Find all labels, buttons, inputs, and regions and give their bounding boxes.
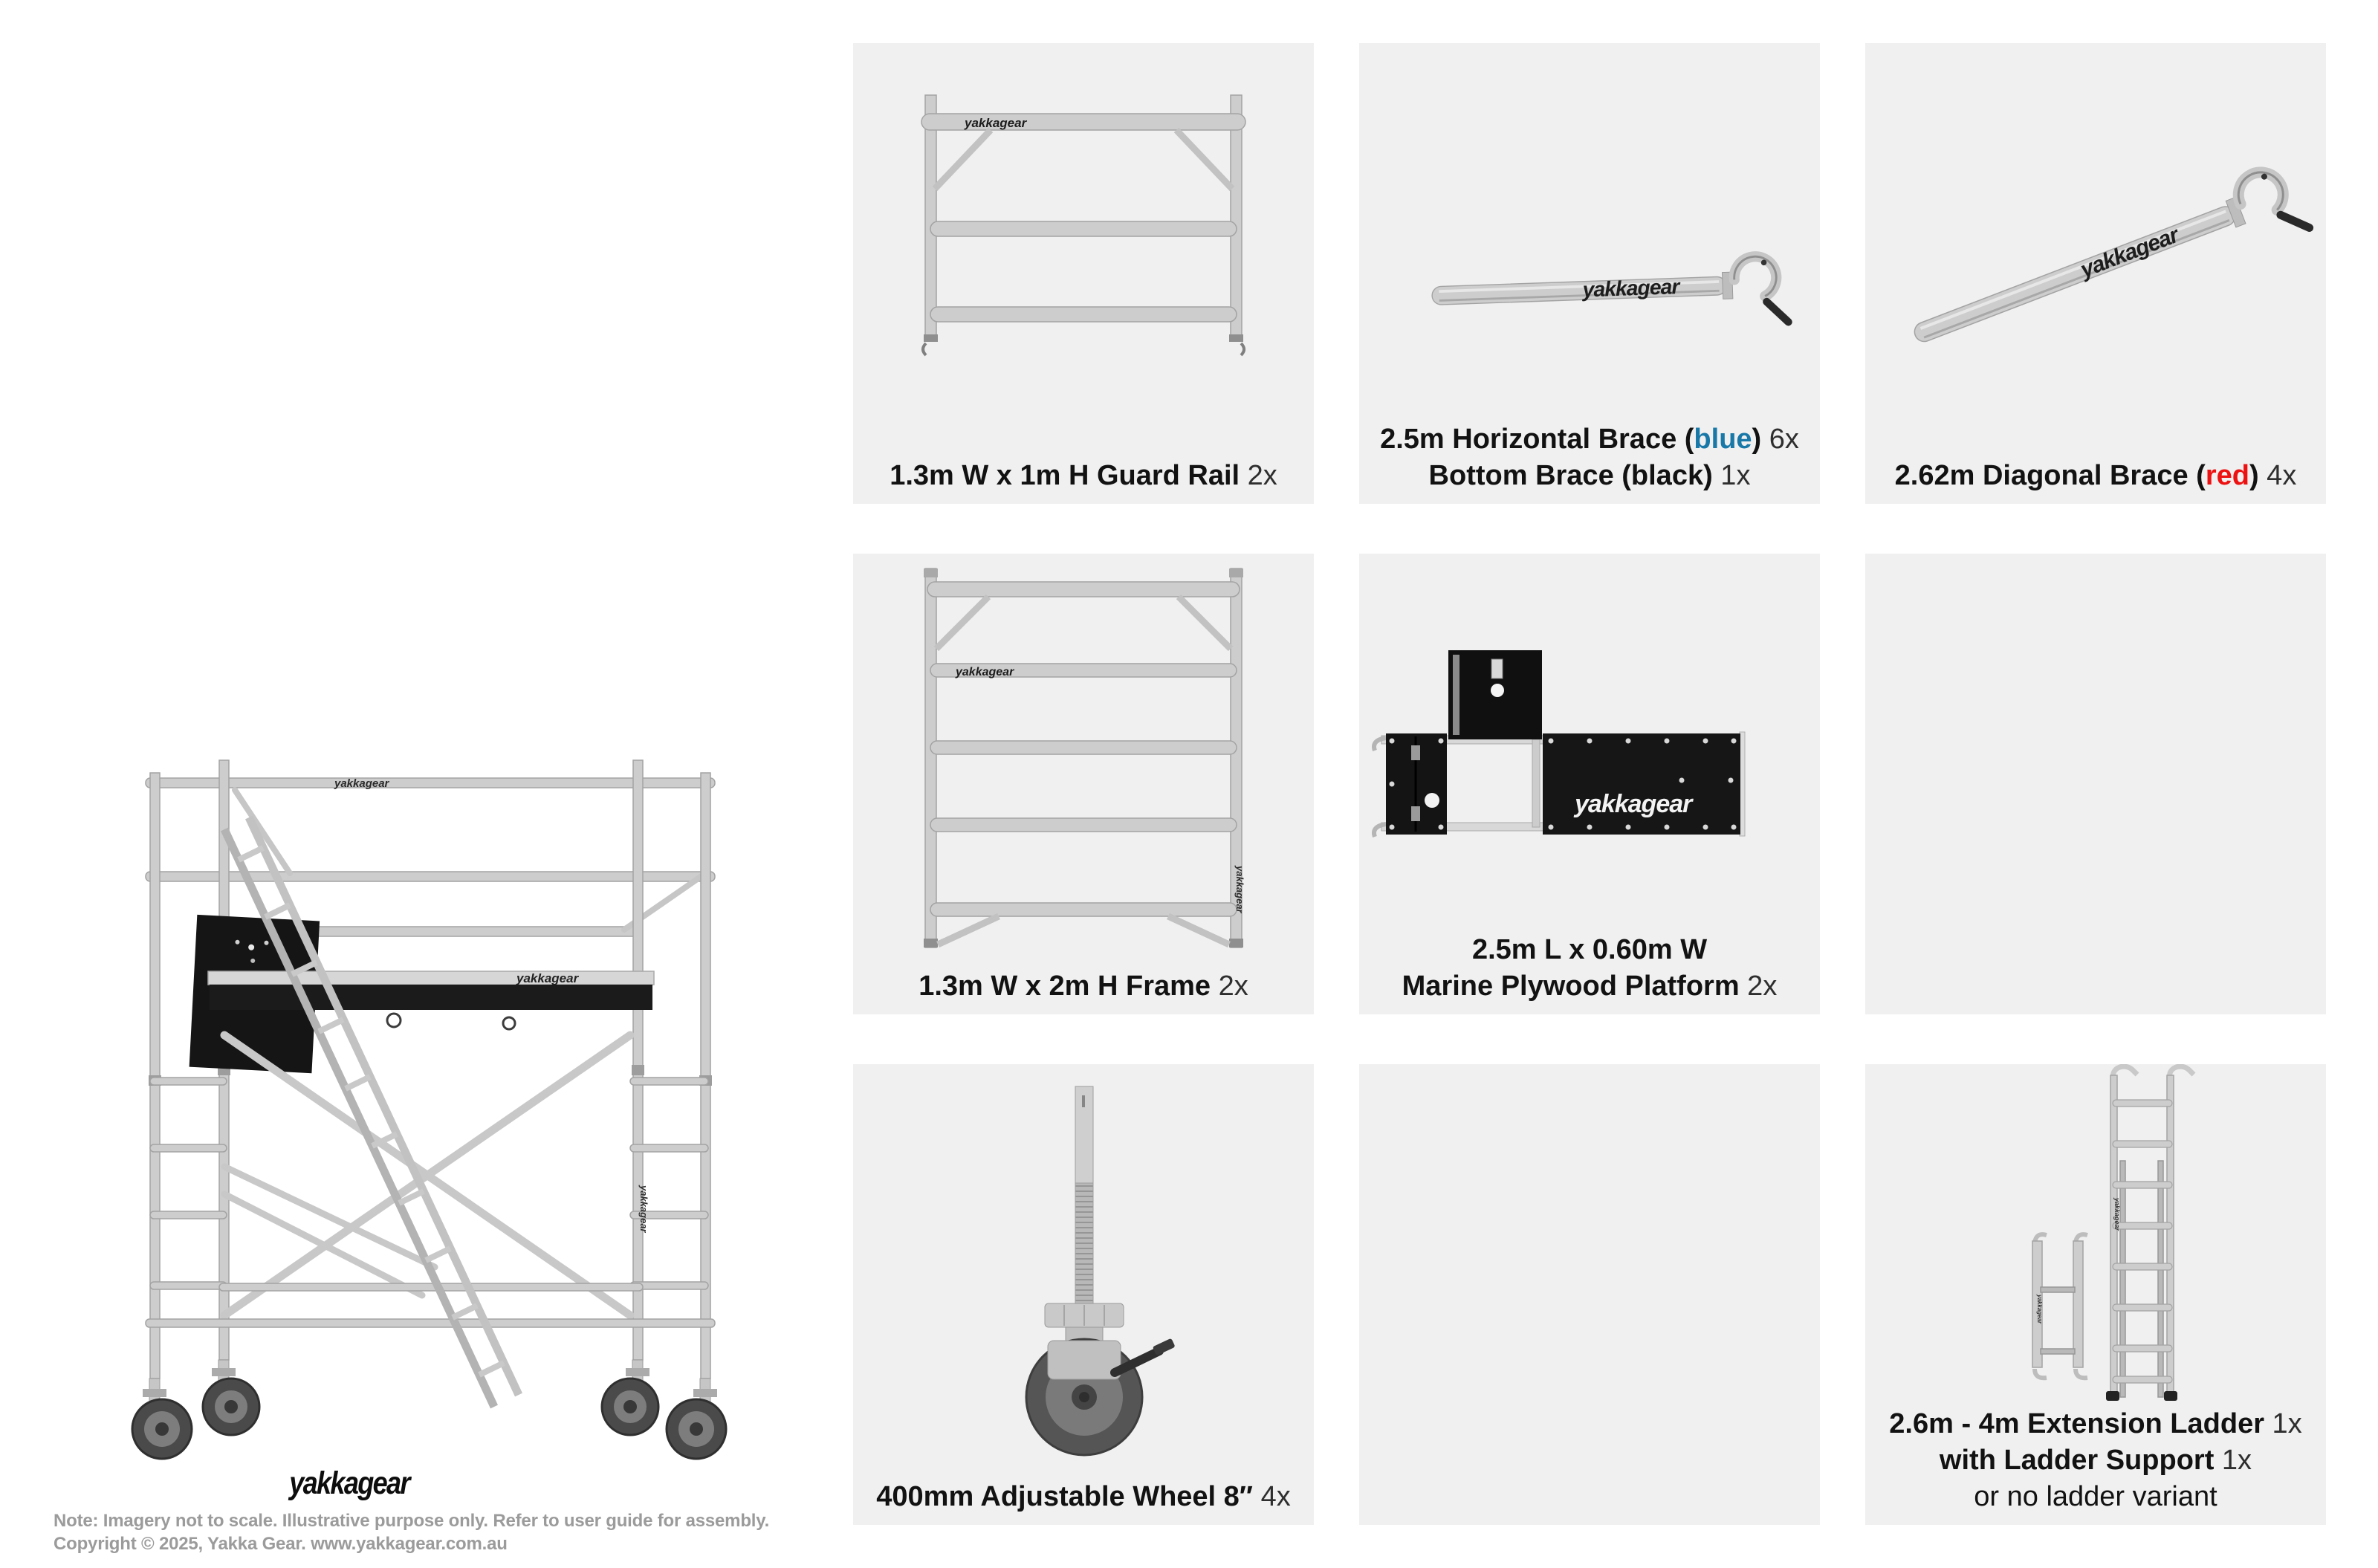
horizontal-brace-image: yakkagear — [1431, 251, 1792, 326]
caption-segment: Bottom Brace (black) — [1428, 460, 1713, 491]
caption-segment: 1x — [2214, 1445, 2252, 1476]
scaffold-side-rungs — [145, 1077, 716, 1328]
wheel-adjuster-nut — [1044, 1303, 1124, 1341]
brace-weld-collar — [2225, 196, 2246, 228]
caption-line: 2.6m - 4m Extension Ladder 1x — [1865, 1406, 2326, 1442]
scaffold-platform-brand: yakkagear — [516, 971, 580, 985]
guard-rail-posts — [921, 94, 1245, 357]
ladder-brand: yakkagear — [2113, 1197, 2121, 1231]
caption-segment: with Ladder Support — [1939, 1445, 2215, 1476]
card-guard-rail: yakkagear 1.3m W x 1m H Guard Rail 2x — [853, 43, 1314, 504]
caption-segment: 400mm Adjustable Wheel 8″ — [876, 1481, 1254, 1512]
brace-lock-lever — [1763, 297, 1792, 326]
caption-segment: 4x — [1253, 1481, 1291, 1512]
caption-segment: 1x — [1712, 460, 1751, 491]
scaffold-toprail-brand: yakkagear — [334, 777, 390, 790]
caption-segment: 2x — [1739, 971, 1778, 1002]
guard-rail-brand: yakkagear — [964, 116, 1028, 130]
wheel-caster — [1025, 1338, 1175, 1457]
horizontal-brace-brand: yakkagear — [1581, 274, 1682, 302]
card-horizontal-brace: yakkagear 2.5m Horizontal Brace (blue) 6… — [1359, 43, 1820, 504]
card-wheel: 400mm Adjustable Wheel 8″ 4x — [853, 1064, 1314, 1525]
caption-segment: 2.5m L x 0.60m W — [1471, 934, 1708, 965]
frame-post-brand: yakkagear — [1234, 865, 1245, 914]
card-empty-2 — [1359, 1064, 1820, 1525]
diagonal-brace-brand: yakkagear — [2076, 222, 2183, 283]
caption-segment: 4x — [2258, 460, 2297, 491]
caption-segment: ) — [1752, 424, 1762, 455]
diagonal-brace-image: yakkagear — [1914, 166, 2314, 343]
wheel-image — [1025, 1086, 1175, 1457]
caption-segment: 2.62m Diagonal Brace ( — [1894, 460, 2206, 491]
caption-line: 400mm Adjustable Wheel 8″ 4x — [853, 1479, 1314, 1515]
diagonal-brace-caption: 2.62m Diagonal Brace (red) 4x — [1865, 458, 2326, 494]
scaffold-post-brand: yakkagear — [638, 1185, 649, 1234]
frame-posts — [924, 568, 1243, 948]
yakkagear-logo: yakkagear — [289, 1465, 410, 1501]
frame-rungs — [927, 581, 1240, 948]
platform-brand: yakkagear — [1573, 790, 1694, 818]
caption-line: or no ladder variant — [1865, 1479, 2326, 1515]
note-line-1: Note: Imagery not to scale. Illustrative… — [54, 1511, 770, 1531]
caption-segment: 1x — [2264, 1408, 2302, 1439]
platform-image: yakkagear — [1372, 650, 1746, 838]
caption-segment: ) — [2249, 460, 2259, 491]
scaffold-ladder — [221, 815, 522, 1409]
platform-left-deck — [1386, 733, 1447, 835]
card-empty-1 — [1865, 554, 2326, 1014]
caption-segment: 6x — [1761, 424, 1799, 455]
wheel-brake-lever — [1110, 1347, 1164, 1377]
caption-segment: or no ladder variant — [1974, 1481, 2217, 1512]
card-diagonal-brace: yakkagear 2.62m Diagonal Brace (red) 4x — [1865, 43, 2326, 504]
caption-segment: Marine Plywood Platform — [1402, 971, 1740, 1002]
caption-segment: 2.5m Horizontal Brace ( — [1380, 424, 1694, 455]
caption-segment: 2.6m - 4m Extension Ladder — [1889, 1408, 2264, 1439]
platform-right-deck: yakkagear — [1543, 733, 1740, 835]
caption-segment: 1.3m W x 1m H Guard Rail — [890, 460, 1240, 491]
frame-brand: yakkagear — [955, 666, 1014, 678]
caption-line: 1.3m W x 1m H Guard Rail 2x — [853, 458, 1314, 494]
caption-line: 2.5m Horizontal Brace (blue) 6x — [1359, 421, 1820, 458]
scaffold-casters — [131, 1359, 728, 1460]
platform-hatch-open — [1448, 650, 1542, 739]
caption-line: Marine Plywood Platform 2x — [1359, 968, 1820, 1005]
guard-rail-rails — [921, 113, 1246, 323]
caption-line: 1.3m W x 2m H Frame 2x — [853, 968, 1314, 1005]
caption-line: 2.62m Diagonal Brace (red) 4x — [1865, 458, 2326, 494]
caption-segment: 1.3m W x 2m H Frame — [919, 971, 1211, 1002]
ladder-image: yakkagear yakkagear — [2032, 1064, 2196, 1401]
frame-image: yakkagear yakkagear — [924, 568, 1245, 948]
extension-ladder: yakkagear — [2106, 1064, 2196, 1401]
scaffold-guard-rails: yakkagear — [145, 777, 716, 937]
component-grid: yakkagear 1.3m W x 1m H Guard Rail 2x ya… — [853, 43, 2326, 1525]
card-frame: yakkagear yakkagear 1.3m W x 2m H Frame … — [853, 554, 1314, 1014]
caption-segment: red — [2205, 460, 2249, 491]
caption-segment: 2x — [1211, 971, 1248, 1002]
caption-line: with Ladder Support 1x — [1865, 1442, 2326, 1479]
card-ladder: yakkagear yakkagear 2.6m - 4m Extension … — [1865, 1064, 2326, 1525]
caption-line: 2.5m L x 0.60m W — [1359, 932, 1820, 968]
ladder-support-brand: yakkagear — [2036, 1294, 2043, 1324]
caption-segment: 2x — [1240, 460, 1277, 491]
note-line-2: Copyright © 2025, Yakka Gear. www.yakkag… — [54, 1534, 508, 1554]
scaffold-tower-image: yakkagear yakkagear — [131, 759, 728, 1460]
guard-rail-caption: 1.3m W x 1m H Guard Rail 2x — [853, 458, 1314, 494]
wheel-caption: 400mm Adjustable Wheel 8″ 4x — [853, 1479, 1314, 1515]
caption-segment: blue — [1694, 424, 1752, 455]
ladder-support: yakkagear — [2032, 1232, 2088, 1381]
brace-lock-lever — [2276, 210, 2314, 232]
scaffold-cross-braces — [220, 1031, 635, 1320]
guard-rail-image: yakkagear — [921, 94, 1246, 357]
footer-notes: Note: Imagery not to scale. Illustrative… — [54, 1509, 769, 1555]
wheel-stem — [1075, 1086, 1094, 1304]
caption-line: Bottom Brace (black) 1x — [1359, 458, 1820, 494]
frame-caption: 1.3m W x 2m H Frame 2x — [853, 968, 1314, 1005]
